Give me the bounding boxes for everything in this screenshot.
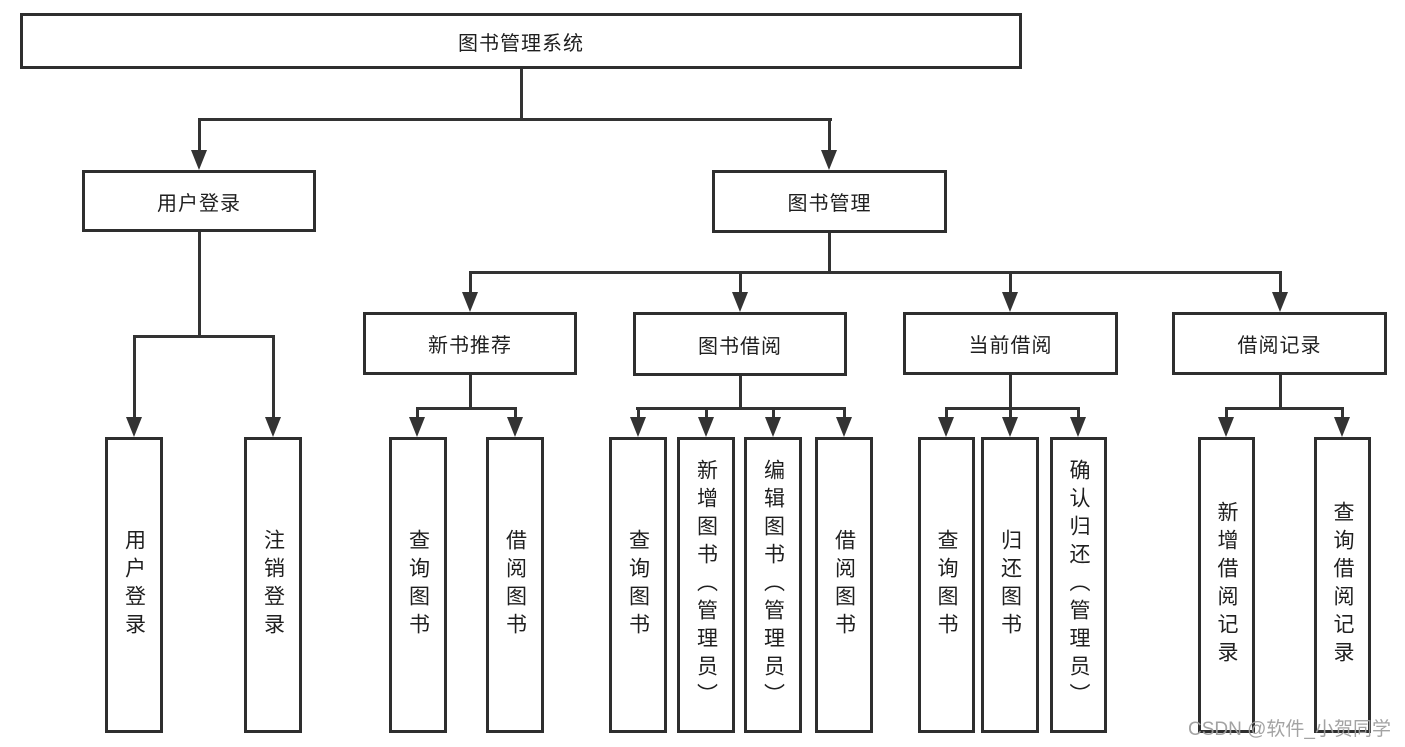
leaf-bookborrow-borrow-book: 借阅图书 <box>815 437 873 733</box>
watermark: CSDN @软件_小贺同学 <box>1188 719 1391 740</box>
connector-borrowrecords-stem <box>1279 375 1282 410</box>
leaf-currentborrow-confirm-return-admin: 确认归还（管理员） <box>1050 437 1107 733</box>
node-new-book-recommend: 新书推荐 <box>363 312 577 375</box>
arrowhead-borrowrecords <box>1272 292 1288 312</box>
leaf-user-login: 用户登录 <box>105 437 163 733</box>
connector-currentborrow-horizontal <box>945 407 1080 410</box>
node-root: 图书管理系统 <box>20 13 1022 69</box>
node-book-management: 图书管理 <box>712 170 947 233</box>
connector-leaf-logout-drop <box>272 335 275 421</box>
connector-root-horizontal <box>198 118 832 121</box>
arrowhead-bookborrow <box>732 292 748 312</box>
connector-bb-add-drop <box>705 407 708 421</box>
arrowhead-currentborrow <box>1002 292 1018 312</box>
leaf-bookborrow-edit-book-admin: 编辑图书（管理员） <box>744 437 802 733</box>
connector-cb-query-drop <box>945 407 948 421</box>
leaf-newbook-borrow-book: 借阅图书 <box>486 437 544 733</box>
arrowhead-nb-borrow <box>507 417 523 437</box>
connector-bookborrow-drop <box>739 271 742 296</box>
arrowhead-userlogin <box>191 150 207 170</box>
connector-bookmgmt-drop <box>828 118 831 156</box>
connector-userlogin-stem <box>198 232 201 338</box>
connector-newbook-stem <box>469 375 472 410</box>
connector-bookborrow-horizontal <box>636 407 846 410</box>
connector-root-stem <box>520 69 523 121</box>
connector-level3-horizontal <box>469 271 1282 274</box>
arrowhead-bb-edit <box>765 417 781 437</box>
arrowhead-cb-query <box>938 417 954 437</box>
connector-br-query-drop <box>1341 407 1344 421</box>
arrowhead-bb-add <box>698 417 714 437</box>
connector-newbook-horizontal <box>416 407 517 410</box>
arrowhead-leaf-logout <box>265 417 281 437</box>
node-user-login: 用户登录 <box>82 170 316 232</box>
arrowhead-leaf-userlogin <box>126 417 142 437</box>
connector-bookborrow-stem <box>739 376 742 410</box>
arrowhead-br-add <box>1218 417 1234 437</box>
leaf-bookborrow-add-book-admin: 新增图书（管理员） <box>677 437 735 733</box>
arrowhead-cb-return <box>1002 417 1018 437</box>
connector-borrowrecords-drop <box>1279 271 1282 296</box>
connector-bookmgmt-stem <box>828 233 831 274</box>
node-borrow-records: 借阅记录 <box>1172 312 1387 375</box>
connector-borrowrecords-horizontal <box>1225 407 1343 410</box>
leaf-currentborrow-query-book: 查询图书 <box>918 437 975 733</box>
leaf-bookborrow-query-book: 查询图书 <box>609 437 667 733</box>
node-book-borrow: 图书借阅 <box>633 312 847 376</box>
arrowhead-bb-query <box>630 417 646 437</box>
leaf-newbook-query-book: 查询图书 <box>389 437 447 733</box>
node-current-borrow: 当前借阅 <box>903 312 1118 375</box>
connector-br-add-drop <box>1225 407 1228 421</box>
leaf-records-add-borrow-record: 新增借阅记录 <box>1198 437 1255 733</box>
connector-currentborrow-drop <box>1009 271 1012 296</box>
connector-currentborrow-stem <box>1009 375 1012 410</box>
connector-bb-query-drop <box>637 407 640 421</box>
leaf-records-query-borrow-record: 查询借阅记录 <box>1314 437 1371 733</box>
leaf-currentborrow-return-book: 归还图书 <box>981 437 1039 733</box>
arrowhead-cb-confirm <box>1070 417 1086 437</box>
arrowhead-br-query <box>1334 417 1350 437</box>
arrowhead-bookmgmt <box>821 150 837 170</box>
connector-nb-borrow-drop <box>514 407 517 421</box>
leaf-logout-login: 注销登录 <box>244 437 302 733</box>
connector-bb-edit-drop <box>772 407 775 421</box>
connector-bb-borrow-drop <box>843 407 846 421</box>
connector-userlogin-drop <box>198 118 201 156</box>
connector-leaf-userlogin-drop <box>133 335 136 421</box>
connector-cb-confirm-drop <box>1077 407 1080 421</box>
connector-userlogin-horizontal <box>133 335 275 338</box>
arrowhead-bb-borrow <box>836 417 852 437</box>
arrowhead-newbook <box>462 292 478 312</box>
connector-nb-query-drop <box>416 407 419 421</box>
arrowhead-nb-query <box>409 417 425 437</box>
connector-newbook-drop <box>469 271 472 296</box>
connector-cb-return-drop <box>1009 407 1012 421</box>
